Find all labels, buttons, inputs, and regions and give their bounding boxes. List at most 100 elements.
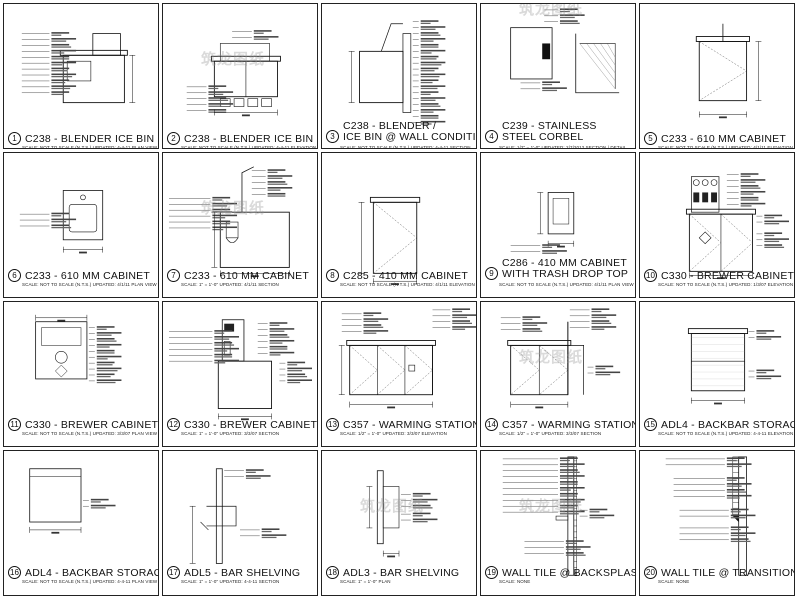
detail-meta: SCALE: NOT TO SCALE (N.T.S.) UPDATED: 4-… (658, 431, 794, 436)
detail-number-badge: 4 (485, 130, 498, 143)
detail-caption: 9 C286 - 410 MM CABINET WITH TRASH DROP T… (485, 258, 631, 280)
detail-drawing (348, 20, 446, 125)
detail-caption: 13 C357 - WARMING STATION (326, 418, 476, 431)
detail-title: C357 - WARMING STATION (502, 419, 636, 431)
detail-meta: SCALE: 1" = 1'-0" UPDATED: 4-4-11 SECTIO… (181, 579, 280, 584)
detail-meta: SCALE: NOT TO SCALE (N.T.S.) UPDATED: 4/… (22, 282, 157, 287)
detail-title: C286 - 410 MM CABINET WITH TRASH DROP TO… (502, 257, 629, 280)
detail-title: C238 - BLENDER ICE BIN (184, 133, 314, 145)
detail-meta: SCALE: NONE (499, 579, 531, 584)
detail-caption: 19 WALL TILE @ BACKSPLASH (485, 566, 635, 579)
detail-drawing (168, 166, 293, 278)
detail-number-badge: 7 (167, 269, 180, 282)
detail-number-badge: 5 (644, 132, 657, 145)
detail-meta: SCALE: 1" = 1'-0" UPDATED: 3/3/07 SECTIO… (181, 431, 280, 436)
detail-title: C239 - STAINLESS STEEL CORBEL (502, 120, 597, 143)
detail-cell-9: 9 C286 - 410 MM CABINET WITH TRASH DROP T… (480, 152, 636, 298)
detail-title: WALL TILE @ BACKSPLASH (502, 567, 636, 579)
detail-caption: 18 ADL3 - BAR SHELVING (326, 566, 472, 579)
detail-meta: SCALE: 1" = 1'-0" PLAN (340, 579, 391, 584)
detail-meta: SCALE: NOT TO SCALE (N.T.S.) UPDATED: 4/… (658, 145, 793, 149)
watermark: 筑龙图纸 (519, 349, 584, 366)
detail-meta: SCALE: NOT TO SCALE (N.T.S.) UPDATED: 4-… (181, 145, 317, 149)
detail-number-badge: 19 (485, 566, 498, 579)
detail-caption: 6 C233 - 610 MM CABINET (8, 269, 154, 282)
detail-title: C330 - BREWER CABINET (184, 419, 318, 431)
detail-number-badge: 15 (644, 418, 657, 431)
detail-number-badge: 6 (8, 269, 21, 282)
detail-title: C285 - 410 MM CABINET (343, 270, 468, 282)
detail-drawing (35, 314, 122, 384)
detail-meta: SCALE: NOT TO SCALE (N.T.S.) UPDATED: 4/… (340, 282, 475, 287)
detail-drawing (29, 468, 116, 534)
detail-drawing (665, 456, 756, 576)
detail-drawing (685, 173, 789, 280)
detail-title: C357 - WARMING STATION (343, 419, 477, 431)
detail-number-badge: 9 (485, 267, 498, 280)
detail-meta: SCALE: 1/2" = 1'-0" UPDATED: 2/7/2012 SE… (499, 145, 627, 149)
detail-title: C233 - 610 MM CABINET (25, 270, 150, 282)
detail-title: C238 - BLENDER ICE BIN (25, 133, 155, 145)
detail-meta: SCALE: NOT TO SCALE (N.T.S.) UPDATED: 4-… (22, 579, 158, 584)
detail-number-badge: 11 (8, 418, 21, 431)
detail-caption: 4 C239 - STAINLESS STEEL CORBEL (485, 121, 631, 143)
detail-meta: SCALE: NONE (658, 579, 690, 584)
detail-drawing (338, 308, 476, 409)
detail-drawing (19, 190, 104, 254)
detail-caption: 2 C238 - BLENDER ICE BIN (167, 132, 313, 145)
detail-caption: 11 C330 - BREWER CABINET (8, 418, 158, 431)
detail-caption: 17 ADL5 - BAR SHELVING (167, 566, 313, 579)
detail-meta: SCALE: NOT TO SCALE (N.T.S.) UPDATED: 4-… (22, 145, 158, 149)
detail-meta: SCALE: NOT TO SCALE (N.T.S.) UPDATED: 3/… (22, 431, 158, 436)
detail-drawing (500, 308, 621, 409)
detail-meta: SCALE: NOT TO SCALE (N.T.S.) UPDATED: 4-… (340, 145, 471, 149)
detail-title: ADL5 - BAR SHELVING (184, 567, 301, 579)
detail-drawing (695, 23, 762, 119)
detail-number-badge: 17 (167, 566, 180, 579)
detail-number-badge: 8 (326, 269, 339, 282)
detail-title: C330 - BREWER CABINET (661, 270, 795, 282)
watermark: 筑龙图纸 (360, 498, 425, 515)
detail-title: ADL4 - BACKBAR STORAGE (25, 567, 159, 579)
detail-caption: 8 C285 - 410 MM CABINET (326, 269, 472, 282)
watermark: 筑龙图纸 (519, 498, 584, 515)
detail-meta: SCALE: NOT TO SCALE (N.T.S.) UPDATED: 4/… (499, 282, 634, 287)
detail-number-badge: 13 (326, 418, 339, 431)
detail-title: WALL TILE @ TRANSITION (661, 567, 795, 579)
detail-drawing (510, 8, 620, 94)
watermark: 筑龙图纸 (201, 51, 266, 68)
detail-cell-4: 4 C239 - STAINLESS STEEL CORBEL SCALE: 1/2… (480, 3, 636, 149)
detail-meta: SCALE: NOT TO SCALE (N.T.S.) UPDATED: 1/… (658, 282, 794, 287)
detail-number-badge: 2 (167, 132, 180, 145)
detail-caption: 16 ADL4 - BACKBAR STORAGE (8, 566, 158, 579)
detail-number-badge: 18 (326, 566, 339, 579)
detail-meta: SCALE: 1/2" = 1'-0" UPDATED: 3/3/07 ELEV… (340, 431, 447, 436)
detail-drawing (366, 470, 438, 558)
detail-title: ADL3 - BAR SHELVING (343, 567, 460, 579)
detail-number-badge: 16 (8, 566, 21, 579)
detail-title: C330 - BREWER CABINET (25, 419, 159, 431)
detail-drawing (21, 32, 136, 104)
